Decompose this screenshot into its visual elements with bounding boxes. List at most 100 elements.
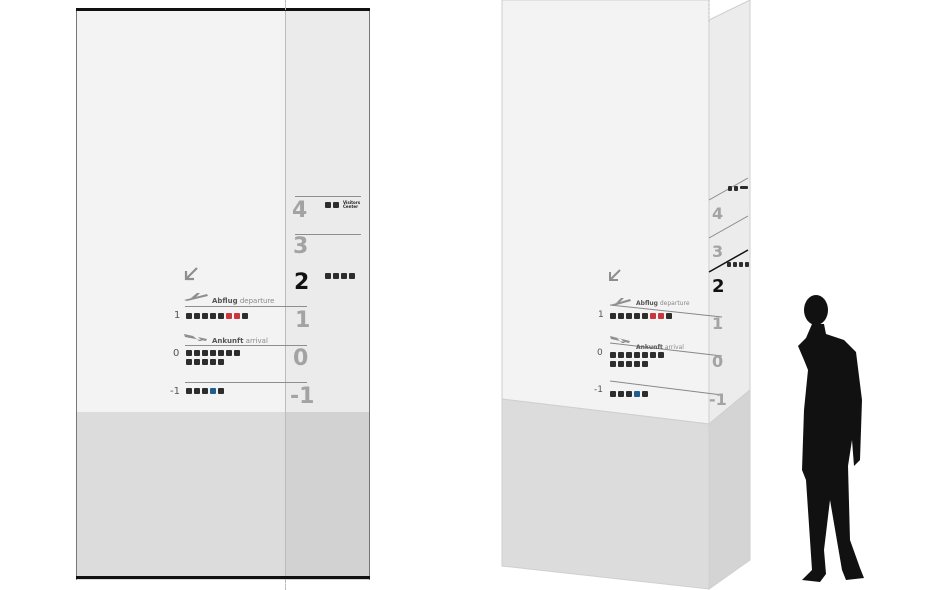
- arrival-icons-row-2: [186, 359, 224, 365]
- shop-icon: [634, 313, 640, 319]
- floor-number-3: 3: [293, 234, 309, 259]
- pylon-arrival-icons-row-2: [610, 361, 648, 367]
- luggage-icon: [202, 313, 208, 319]
- panel-bottom-edge: [76, 576, 370, 579]
- cafe-icon: [218, 350, 224, 356]
- plane-departure-icon: [184, 293, 208, 301]
- shop-icon: [745, 262, 749, 267]
- train-icon: [618, 391, 624, 397]
- floor-number-2-current: 2: [294, 270, 310, 295]
- side-strip-lower: [285, 412, 369, 580]
- pylon-arrival-label: Ankunft arrival: [636, 344, 684, 351]
- floor-number-minus1: -1: [290, 384, 315, 409]
- info-desk-icon: [734, 186, 738, 191]
- info-icon: [194, 350, 200, 356]
- restroom-icon: [325, 273, 331, 279]
- info-icon: [618, 313, 624, 319]
- shop-icon: [210, 350, 216, 356]
- pylon-arrival-label-en: arrival: [664, 344, 684, 351]
- level-label-departure: 1: [174, 310, 181, 321]
- floor-number-0: 0: [293, 346, 309, 371]
- plane-departure-icon: [610, 298, 631, 306]
- pylon-departure-label: Abflug departure: [636, 300, 690, 307]
- floor-divider-1: [185, 306, 307, 307]
- floor-number-1: 1: [295, 308, 311, 333]
- shop-icon: [210, 313, 216, 319]
- pylon-level-label-departure: 1: [598, 310, 604, 320]
- cafe-icon: [218, 313, 224, 319]
- person-silhouette-icon: [798, 295, 864, 582]
- pylon-floor-number-2-current: 2: [712, 276, 725, 297]
- pylon-floor-2-icons: [727, 262, 749, 267]
- visitors-center-text-2: Center: [343, 204, 359, 209]
- car-icon: [210, 359, 216, 365]
- pylon-divider-1: [609, 304, 723, 318]
- basement-icons: [186, 388, 224, 394]
- arrival-label-en: arrival: [245, 337, 268, 345]
- floor-divider-3: [295, 234, 361, 235]
- departure-label-en: departure: [239, 297, 275, 305]
- pylon-divider-3: [708, 215, 749, 239]
- corridor-icon: [333, 273, 339, 279]
- car-rental-icon: [226, 350, 232, 356]
- restroom-icon: [186, 313, 192, 319]
- first-aid-icon: [226, 313, 232, 319]
- restroom-icon: [727, 262, 731, 267]
- restroom-icon: [728, 186, 732, 191]
- pylon-floor-4-icons: [728, 186, 748, 191]
- pylon-basement-icons: [610, 391, 648, 397]
- arrow-down-left-icon: [609, 269, 621, 281]
- plane-arrival-icon: [610, 336, 630, 343]
- pylon-departure-icons: [610, 313, 672, 319]
- pylon-floor-number-3: 3: [712, 242, 724, 261]
- floor-4-icons: [325, 202, 339, 208]
- no-entry-icon: [658, 313, 664, 319]
- pylon-divider-basement: [609, 380, 723, 396]
- departure-label-de: Abflug: [212, 297, 238, 305]
- taxi-icon: [626, 361, 632, 367]
- bus-icon: [186, 359, 192, 365]
- pylon-front-upper: [501, 0, 710, 425]
- parking-icon: [210, 388, 216, 394]
- floor-divider-4: [295, 196, 361, 197]
- bus-icon: [610, 361, 616, 367]
- meeting-point-icon: [658, 352, 664, 358]
- car-icon: [626, 391, 632, 397]
- pylon-departure-label-en: departure: [659, 300, 690, 307]
- info-icon: [618, 352, 624, 358]
- restroom-icon: [325, 202, 331, 208]
- front-elevation: [76, 8, 370, 580]
- plane-icon: [642, 391, 648, 397]
- phone-icon: [242, 313, 248, 319]
- parking-icon: [634, 391, 640, 397]
- meeting-point-icon: [234, 350, 240, 356]
- restroom-icon: [186, 388, 192, 394]
- shop-icon: [349, 273, 355, 279]
- train-icon: [642, 361, 648, 367]
- arrival-label-de: Ankunft: [212, 337, 244, 345]
- restroom-icon: [610, 313, 616, 319]
- restroom-icon: [186, 350, 192, 356]
- pylon-level-label-arrival: 0: [597, 348, 603, 358]
- pylon-floor-number-minus1: -1: [709, 390, 727, 409]
- luggage-icon: [626, 352, 632, 358]
- panel-edge-right: [369, 10, 370, 580]
- panel-fold-line: [285, 10, 286, 580]
- panel-edge-left: [76, 10, 77, 580]
- pylon-divider-2: [708, 249, 749, 273]
- panel-top-edge: [76, 8, 370, 11]
- arrival-label: Ankunft arrival: [212, 337, 268, 345]
- cafe-icon: [642, 352, 648, 358]
- pylon-floor-number-0: 0: [712, 352, 724, 371]
- corridor-icon: [733, 262, 737, 267]
- floor-divider-0: [185, 345, 307, 346]
- level-label-arrival: 0: [173, 348, 180, 359]
- luggage-icon: [626, 313, 632, 319]
- first-aid-icon: [650, 313, 656, 319]
- visitors-center-text-1: Visitors: [343, 200, 361, 205]
- plane-icon: [618, 361, 624, 367]
- visitors-center-icon: [740, 186, 748, 189]
- floor-number-4: 4: [292, 198, 308, 223]
- no-entry-icon: [234, 313, 240, 319]
- restroom-icon: [610, 352, 616, 358]
